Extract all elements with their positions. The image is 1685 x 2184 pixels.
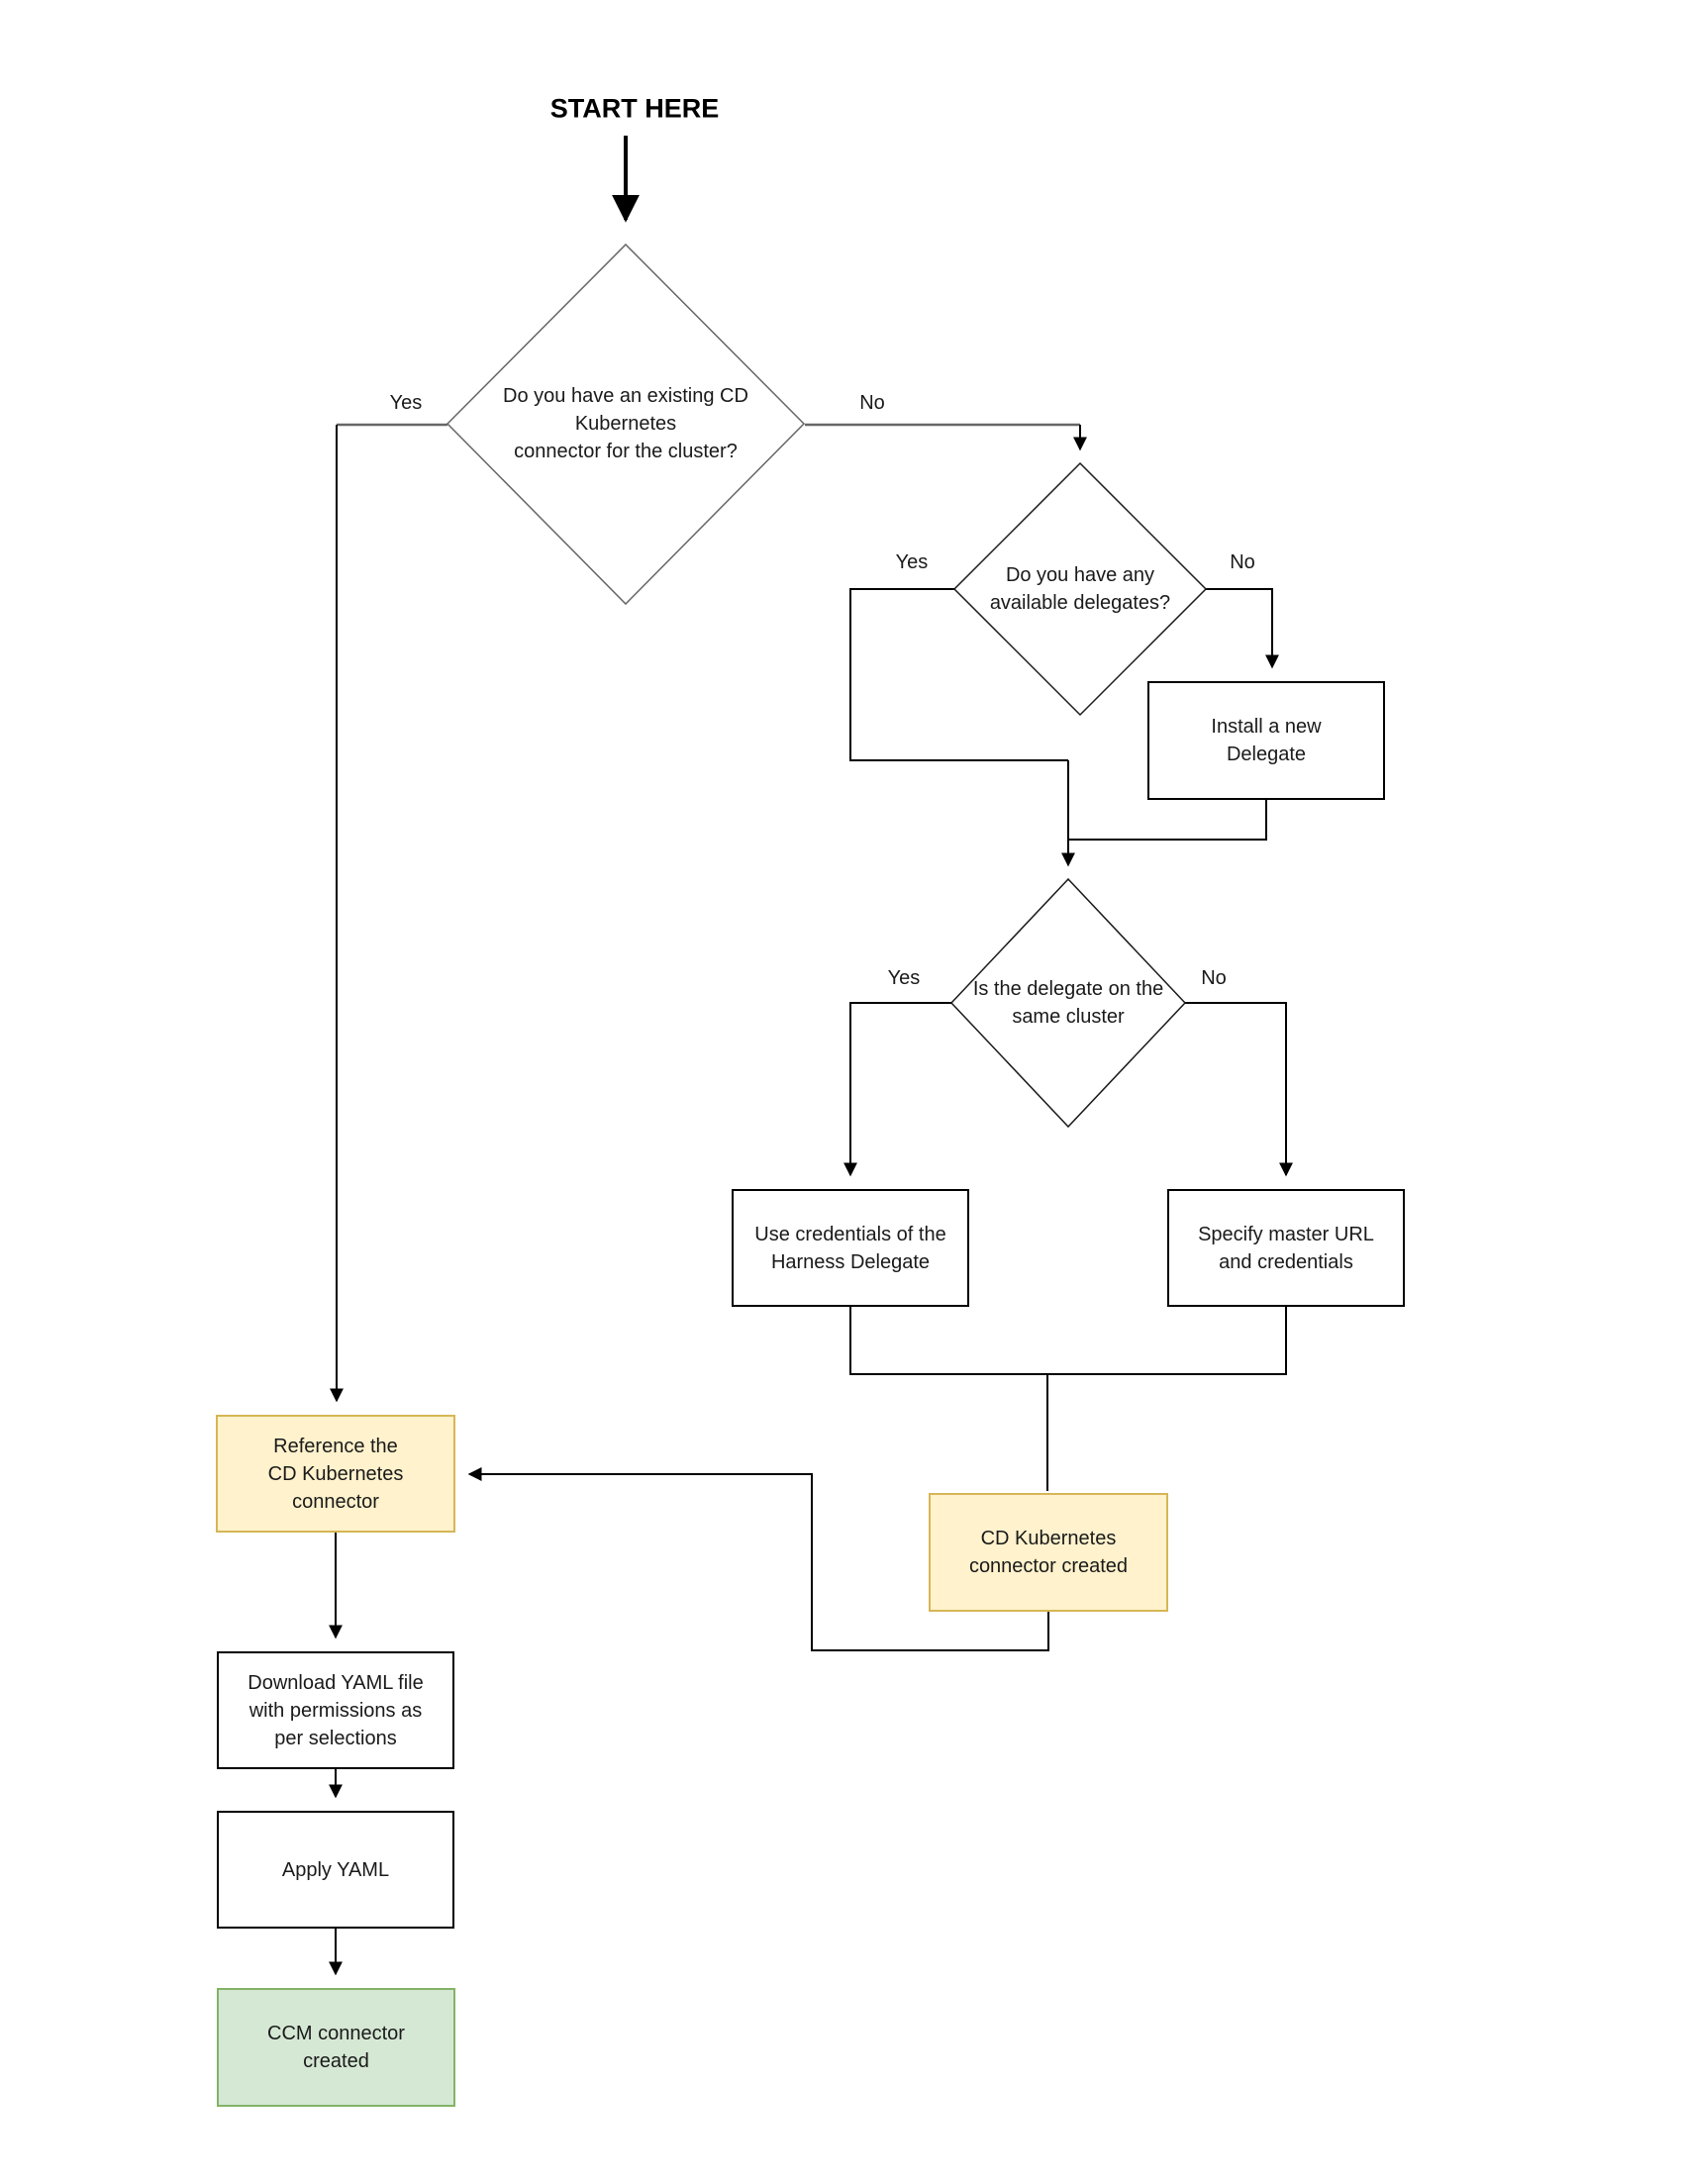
ccm-connector-created-box: CCM connector created (217, 1988, 455, 2107)
specify-master-url-box: Specify master URL and credentials (1167, 1189, 1405, 1307)
edge-d2-no (1206, 588, 1279, 669)
edge-d3-yes (843, 1002, 951, 1177)
d2-no-label: No (1230, 551, 1255, 573)
decision-diamond-available-delegates (952, 461, 1208, 717)
d1-yes-label: Yes (389, 392, 423, 414)
edge-credentials-merge (849, 1307, 1287, 1375)
d3-yes-label: Yes (887, 967, 921, 989)
download-yaml-box: Download YAML file with permissions as p… (217, 1651, 454, 1769)
decision-same-cluster-text: Is the delegate on the same cluster (972, 978, 1164, 1028)
edge-install-out (1068, 800, 1267, 841)
d3-no-label: No (1201, 967, 1227, 989)
decision-available-delegates-text: Do you have any available delegates? (989, 564, 1171, 614)
apply-yaml-box: Apply YAML (217, 1811, 454, 1929)
reference-connector-box: Reference the CD Kubernetes connector (216, 1415, 455, 1533)
decision-existing-connector-text: Do you have an existing CD Kubernetes co… (503, 385, 748, 462)
edge-d3-no (1185, 1002, 1293, 1177)
d2-yes-label: Yes (895, 551, 929, 573)
d1-no-label: No (859, 392, 885, 414)
install-new-delegate-box: Install a new Delegate (1147, 681, 1385, 800)
cd-connector-created-box: CD Kubernetes connector created (929, 1493, 1168, 1612)
decision-diamond-existing-connector (446, 243, 806, 606)
edge-d2-yes (849, 588, 1068, 761)
start-here-title: START HERE (549, 93, 720, 124)
decision-diamond-same-cluster (949, 877, 1187, 1129)
use-delegate-credentials-box: Use credentials of the Harness Delegate (732, 1189, 969, 1307)
edge-created-to-reference (467, 1467, 1049, 1651)
